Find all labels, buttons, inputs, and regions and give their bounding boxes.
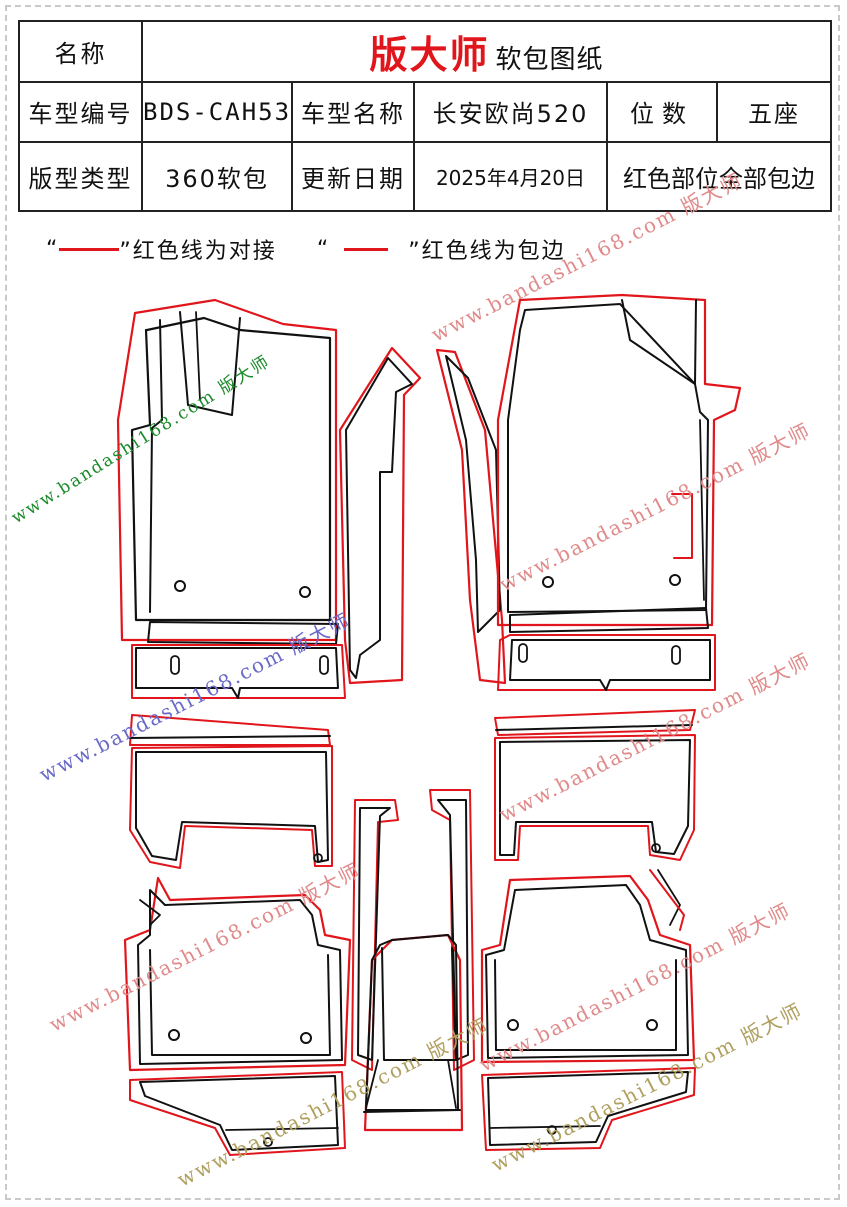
model-value: 长安欧尚520	[413, 80, 608, 144]
doc-title: 软包图纸	[495, 44, 604, 75]
seat-label: 位数	[606, 80, 718, 144]
legend: “ ”红色线为对接 “ ”红色线为包边	[46, 233, 566, 265]
rear-right-lower-curve	[481, 1067, 696, 1151]
page-border	[5, 5, 840, 1200]
model-label: 车型名称	[291, 80, 415, 144]
rear-right-upper-panel	[494, 709, 696, 861]
legend-swatch-joint	[59, 247, 120, 251]
front-left-lower-strip	[131, 644, 346, 699]
type-label: 版型类型	[18, 141, 143, 212]
brand-title: 版大师	[369, 32, 490, 77]
legend-quote-open-1: “	[46, 236, 60, 262]
front-right-lower-strip	[497, 634, 716, 691]
type-row: 版型类型 360软包 更新日期 2025年4月20日 红色部位全部包边	[18, 141, 833, 212]
rear-left-upper-panel	[129, 714, 333, 869]
front-right-side-strip	[435, 348, 507, 685]
title-cell: 版大师软包图纸	[140, 20, 833, 83]
front-right-mat	[496, 293, 742, 633]
rear-left-lower-curve	[129, 1071, 346, 1156]
center-tunnel-mat	[363, 933, 464, 1132]
legend-swatch-edging	[344, 247, 389, 251]
legend-quote-open-2: “	[316, 236, 331, 262]
rear-left-floor-mat	[123, 876, 352, 1072]
type-value: 360软包	[141, 141, 293, 212]
code-value: BDS-CAH5391R	[141, 80, 293, 144]
name-label: 名称	[18, 20, 143, 83]
front-left-mat	[116, 298, 339, 645]
title-row: 名称 版大师软包图纸	[18, 20, 833, 83]
date-label: 更新日期	[291, 141, 415, 212]
legend-text-joint: ”红色线为对接	[119, 239, 277, 264]
rear-right-floor-mat	[480, 869, 696, 1064]
front-left-side-strip	[338, 346, 422, 685]
seat-value: 五座	[715, 80, 833, 144]
legend-text-edging: ”红色线为包边	[408, 239, 566, 264]
edging-note: 红色部位全部包边	[605, 141, 833, 212]
model-row: 车型编号 BDS-CAH5391R 车型名称 长安欧尚520 位数 五座	[18, 80, 833, 144]
center-tunnel-left-strip	[351, 799, 399, 1071]
date-value: 2025年4月20日	[413, 141, 608, 212]
code-label: 车型编号	[18, 80, 143, 144]
